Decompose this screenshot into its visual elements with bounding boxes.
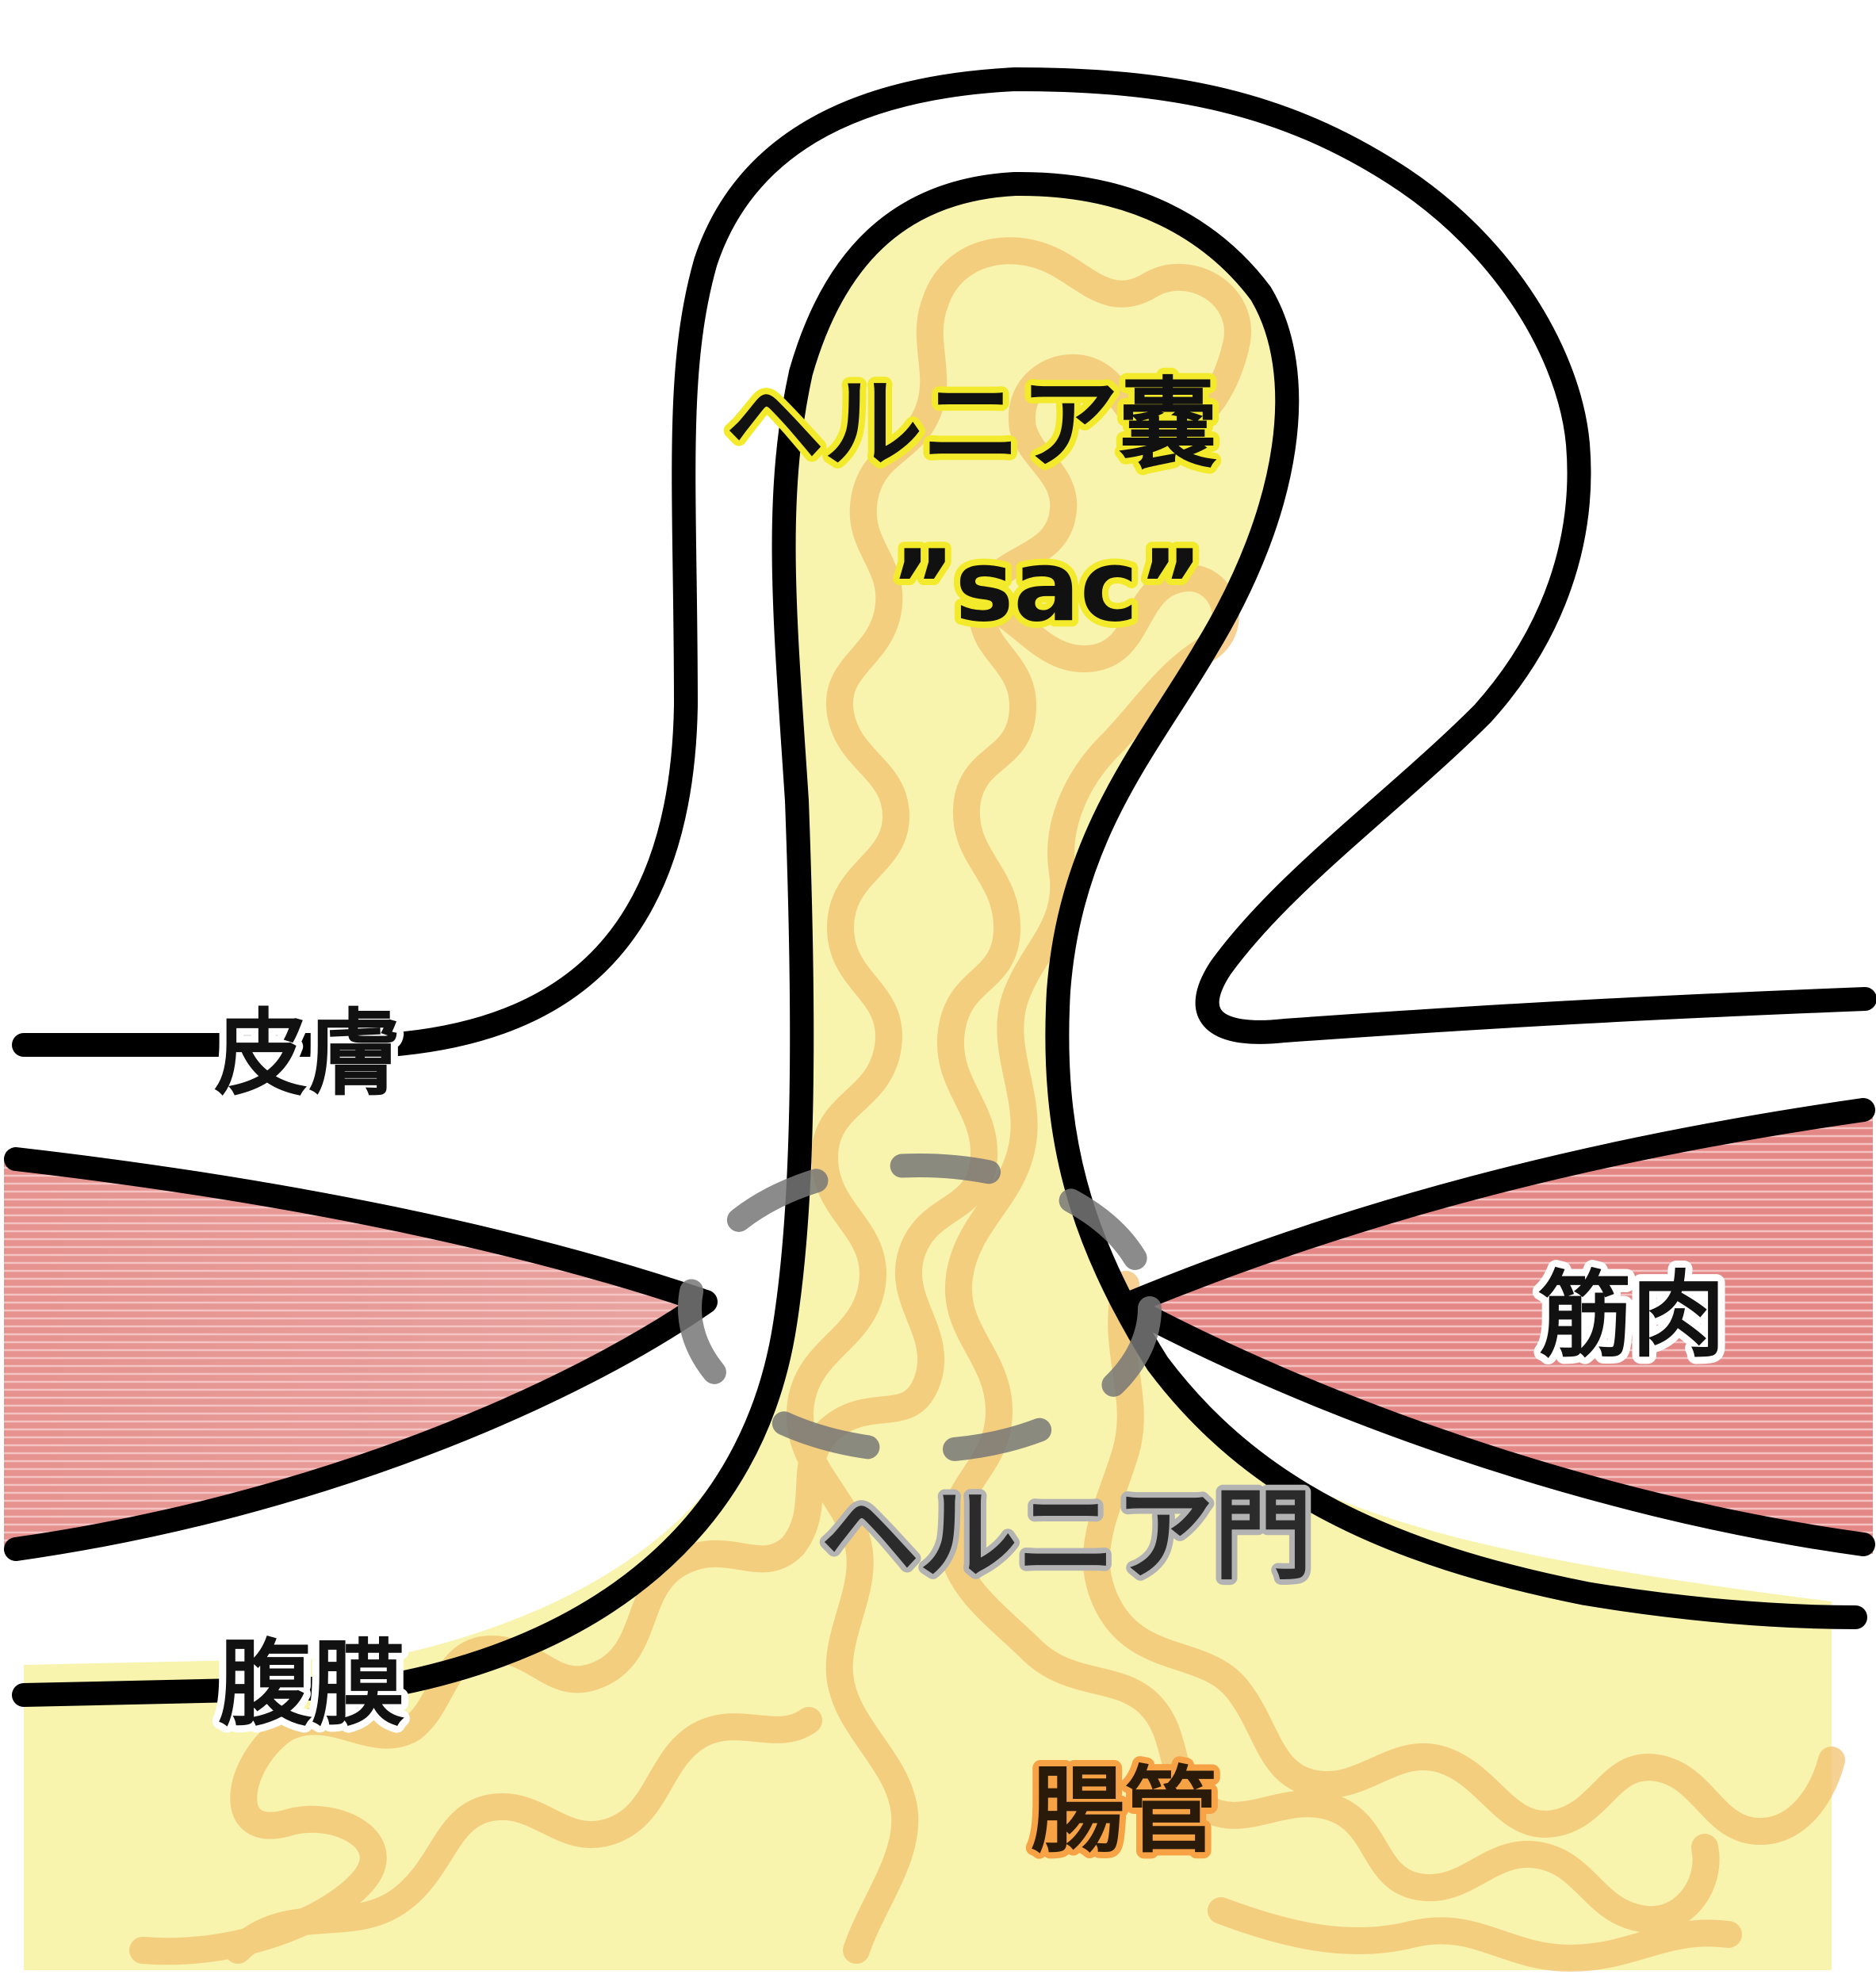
muscle-right-fibers xyxy=(1126,1110,1873,1554)
label-skin: 皮膚 xyxy=(214,999,401,1108)
label-peritoneum: 腹膜 xyxy=(218,1629,405,1739)
intestine-loops xyxy=(129,237,1845,1972)
label-hernia-sac: ヘルニア嚢 xyxy=(726,368,1217,482)
muscle-right-outline xyxy=(1114,1098,1875,1556)
muscle-left-outline xyxy=(4,1147,718,1561)
label-muscle: 筋肉 xyxy=(1538,1261,1725,1370)
label-sac: ”sac” xyxy=(890,530,1203,644)
label-intestine: 腸管 xyxy=(1031,1756,1218,1865)
hernia-gate-ring xyxy=(678,1154,1162,1463)
skin-contour xyxy=(12,67,1876,1057)
sac-contour xyxy=(12,171,1867,1707)
label-hernia-gate: ヘルニア門 xyxy=(821,1479,1312,1594)
